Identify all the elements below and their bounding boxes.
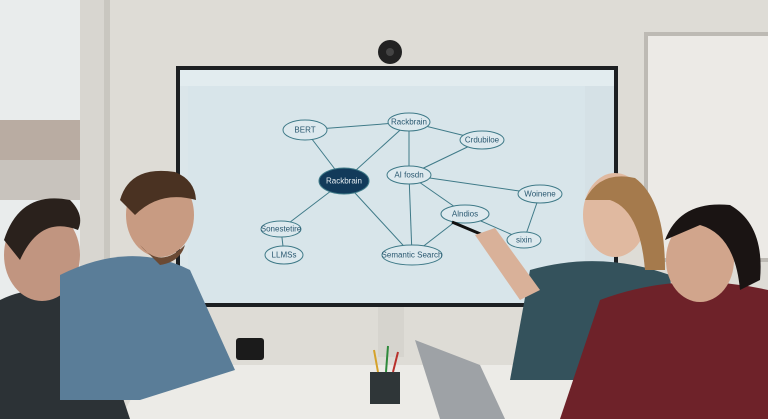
node-label: Semantic Search (382, 251, 443, 260)
diagram-edge (408, 174, 413, 256)
person-right (560, 204, 768, 419)
pencil-cup (370, 345, 400, 404)
diagram-edge (408, 174, 541, 195)
node-label: BERT (294, 126, 315, 135)
webcam-lens (386, 48, 394, 56)
node-ellipse (440, 204, 490, 224)
person-glasses (60, 170, 264, 400)
diagram-node-sonestetire: Sonestetire (260, 220, 302, 238)
diagram-node-woinene: Woinene (517, 184, 563, 204)
display-mount (378, 307, 404, 357)
node-ellipse (282, 119, 328, 141)
node-ellipse (459, 130, 505, 150)
node-label: Woinene (524, 190, 556, 199)
coffee-cup (236, 338, 264, 360)
node-label: Alndios (452, 210, 478, 219)
node-ellipse (264, 245, 304, 265)
node-ellipse (386, 165, 432, 185)
window (0, 0, 110, 330)
node-ellipse (260, 220, 302, 238)
diagram-node-rackbrain_center: Rackbrain (318, 167, 370, 195)
diagram-node-alndios: Alndios (440, 204, 490, 224)
diagram-node-semantic: Semantic Search (381, 244, 443, 266)
node-label: LLMSs (272, 251, 297, 260)
node-ellipse (387, 112, 431, 132)
node-ellipse (381, 244, 443, 266)
node-label: Rackbrain (326, 177, 362, 186)
diagram-node-bert: BERT (282, 119, 328, 141)
node-label: Sonestetire (261, 225, 302, 234)
diagram-node-llms: LLMSs (264, 245, 304, 265)
laptop (415, 340, 505, 419)
diagram-node-crdubiloe: Crdubiloe (459, 130, 505, 150)
diagram-edge (343, 180, 413, 256)
diagram-node-ai: AI fosdn (386, 165, 432, 185)
node-ellipse (517, 184, 563, 204)
node-ellipse (318, 167, 370, 195)
node-label: Crdubiloe (465, 136, 500, 145)
node-label: AI fosdn (394, 171, 423, 180)
diagram-node-rackbrain_top: Rackbrain (387, 112, 431, 132)
node-label: Rackbrain (391, 118, 427, 127)
node-ellipse (506, 231, 542, 249)
app-toolbar (180, 70, 614, 86)
diagram-node-sixin: sixin (506, 231, 542, 249)
node-label: sixin (516, 236, 532, 245)
